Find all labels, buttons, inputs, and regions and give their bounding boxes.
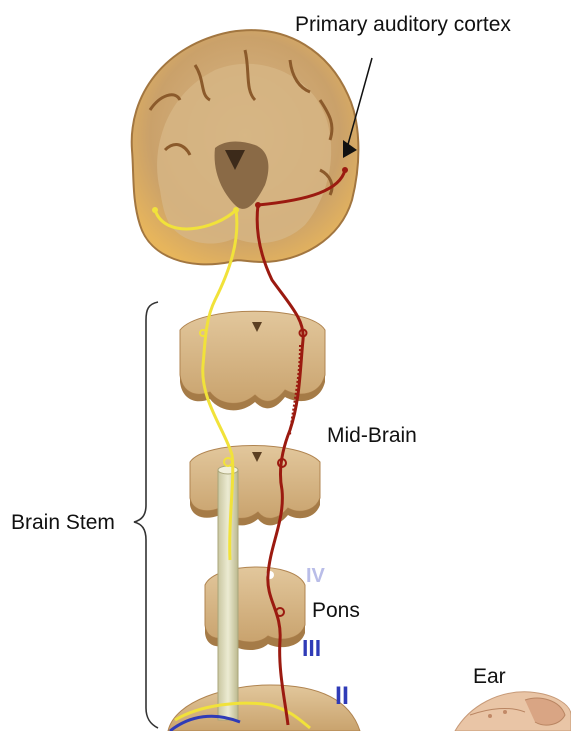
brain-stem-label: Brain Stem: [11, 512, 115, 533]
brain-stem-brace: [134, 302, 158, 728]
roman-numeral-iii: III: [302, 637, 321, 660]
brain-coronal-section: [132, 30, 359, 264]
mid-brain-label: Mid-Brain: [327, 425, 417, 446]
roman-numeral-iv: IV: [306, 566, 325, 586]
ear-label: Ear: [473, 666, 506, 687]
ear-illustration: [455, 692, 571, 731]
medulla-slice: [168, 685, 360, 731]
pons-label: Pons: [312, 600, 360, 621]
midbrain-upper-slice: [180, 311, 325, 410]
brainstem-column: [218, 466, 238, 720]
midbrain-lower-slice: [190, 446, 320, 526]
primary-auditory-cortex-label: Primary auditory cortex: [295, 14, 511, 35]
roman-numeral-ii: II: [335, 684, 349, 709]
